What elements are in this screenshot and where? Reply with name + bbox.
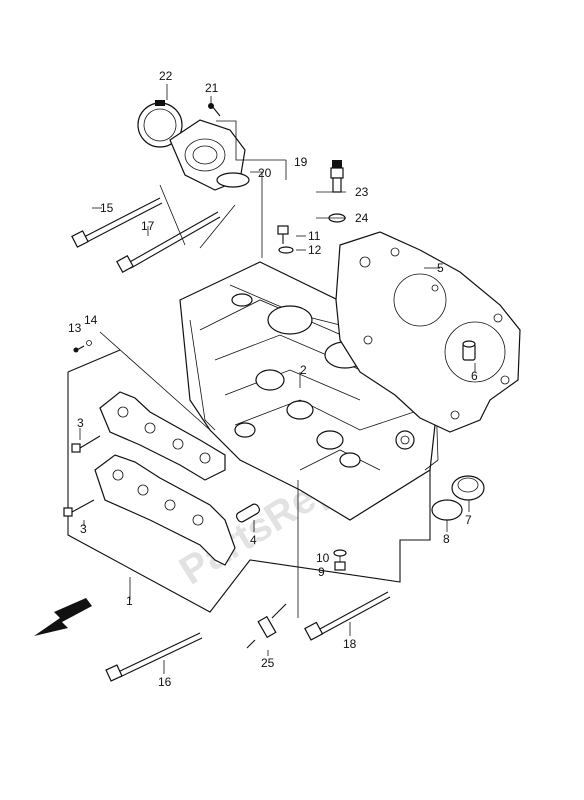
callout-3-upper[interactable]: 3 [77,416,84,430]
bolt-9 [334,561,346,571]
bolt-3-lower [63,499,95,517]
bolt-3-upper [71,435,101,453]
callout-10[interactable]: 10 [316,551,330,565]
callout-17[interactable]: 17 [141,219,155,233]
bolt-15 [71,197,163,248]
callout-8[interactable]: 8 [443,532,450,546]
bolt-17 [116,211,221,273]
o-ring-14 [86,340,92,346]
callout-5[interactable]: 5 [437,261,444,275]
temp-sensor [330,160,344,193]
callout-7[interactable]: 7 [465,513,472,527]
guide-4 [235,503,261,523]
cap-7 [451,475,485,501]
callout-1[interactable]: 1 [126,594,133,608]
callout-16[interactable]: 16 [158,675,172,689]
callout-13[interactable]: 13 [68,321,82,335]
bolt-18 [304,591,391,641]
thermostat-case [169,119,250,191]
camshaft-holder-upper [99,391,226,481]
callout-4[interactable]: 4 [250,533,257,547]
callout-21[interactable]: 21 [205,81,219,95]
callout-25[interactable]: 25 [261,656,275,670]
dowel-pin [462,340,476,361]
screw-13 [73,345,85,353]
washer-12 [278,246,294,254]
bolt-11 [277,225,289,244]
camshaft-holder-lower [94,454,236,566]
thermostat-cap [137,100,183,148]
callout-14[interactable]: 14 [84,313,98,327]
bolt-16 [105,632,203,682]
callout-2[interactable]: 2 [300,363,307,377]
callout-22[interactable]: 22 [159,69,173,83]
washer-10 [333,549,347,557]
callout-3-lower[interactable]: 3 [80,522,87,536]
callout-19[interactable]: 19 [294,155,308,169]
callout-6[interactable]: 6 [471,369,478,383]
callout-20[interactable]: 20 [258,166,272,180]
bolt-21 [208,103,221,117]
front-direction-arrow-icon [34,598,92,636]
callout-12[interactable]: 12 [308,243,322,257]
callout-23[interactable]: 23 [355,185,369,199]
spark-plug [246,603,287,649]
o-ring-8 [431,499,463,521]
callout-11[interactable]: 11 [308,229,321,243]
leader-lines [79,84,476,674]
callout-18[interactable]: 18 [343,637,357,651]
callout-24[interactable]: 24 [355,211,369,225]
head-gasket [335,231,521,433]
callout-9[interactable]: 9 [318,565,325,579]
callout-15[interactable]: 15 [100,201,114,215]
